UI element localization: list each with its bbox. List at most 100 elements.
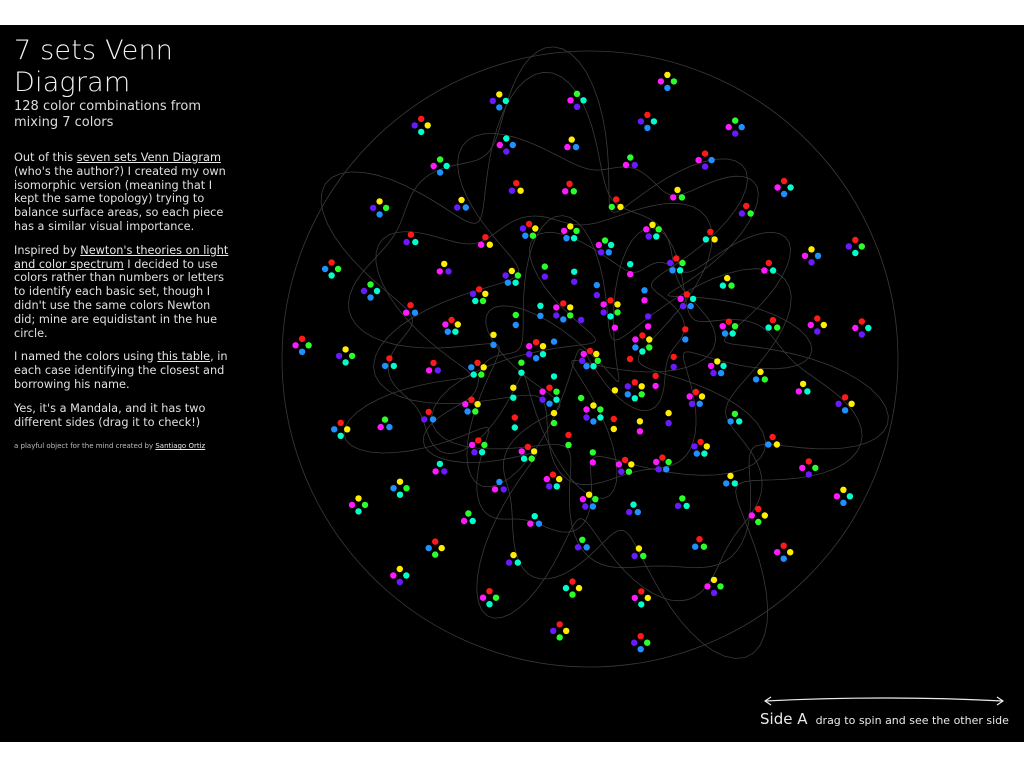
- color-dot: [805, 458, 812, 465]
- color-dot: [682, 336, 689, 343]
- color-dot: [381, 362, 389, 370]
- color-dot: [486, 241, 493, 248]
- color-dot: [729, 330, 736, 337]
- venn-stage[interactable]: 7 sets Venn Diagram 128 color combinatio…: [0, 25, 1024, 742]
- color-dot: [355, 495, 362, 502]
- newton-theories-link[interactable]: Newton's theories on light and color spe…: [14, 243, 229, 271]
- color-table-link[interactable]: this table: [157, 350, 211, 364]
- color-dot: [292, 342, 299, 349]
- venn-source-link[interactable]: seven sets Venn Diagram: [76, 151, 221, 164]
- color-dot: [432, 468, 439, 475]
- color-dot: [678, 194, 686, 201]
- color-dot: [814, 252, 822, 259]
- color-dot: [627, 261, 634, 268]
- color-dot: [411, 122, 418, 129]
- color-dot: [486, 601, 493, 608]
- color-dot: [663, 466, 670, 473]
- color-dot: [432, 538, 439, 545]
- color-dot: [476, 286, 483, 293]
- color-dot: [638, 601, 645, 608]
- color-dot: [865, 324, 872, 332]
- color-dot: [403, 572, 410, 579]
- color-dot: [505, 559, 513, 566]
- double-arrow-icon: [763, 696, 1005, 706]
- color-dot: [852, 249, 859, 257]
- color-dot: [682, 326, 689, 333]
- color-dot: [486, 588, 493, 595]
- color-dot: [677, 295, 684, 303]
- color-dot: [445, 268, 452, 275]
- color-dot: [723, 480, 730, 487]
- color-dot: [567, 97, 574, 104]
- color-dot: [840, 499, 847, 506]
- color-dot: [799, 464, 806, 472]
- color-dot: [430, 162, 437, 170]
- color-dot: [490, 341, 497, 348]
- color-dot: [491, 486, 499, 493]
- color-dot: [702, 236, 710, 243]
- color-dot: [503, 135, 510, 142]
- color-dot: [565, 441, 572, 449]
- color-dot: [496, 104, 503, 111]
- color-dot: [577, 316, 585, 324]
- color-dot: [795, 388, 802, 395]
- intro-text: I named the colors using: [14, 350, 158, 364]
- author-link[interactable]: Santiago Ortiz: [155, 442, 206, 451]
- color-dot: [634, 508, 641, 516]
- color-dot: [638, 383, 645, 390]
- color-dot: [337, 419, 344, 426]
- color-dot: [541, 263, 548, 270]
- color-dot: [553, 396, 560, 403]
- color-dot: [560, 316, 567, 323]
- color-dot: [627, 271, 634, 278]
- color-dot: [594, 357, 601, 364]
- color-dot: [624, 391, 631, 398]
- color-dot: [569, 578, 576, 585]
- color-dot: [695, 156, 702, 164]
- color-dot: [841, 407, 849, 414]
- color-dot: [514, 272, 522, 279]
- color-dot: [510, 551, 517, 559]
- color-dot: [719, 282, 727, 289]
- color-dot: [442, 321, 449, 328]
- color-dot: [556, 634, 563, 641]
- color-dot: [670, 353, 677, 361]
- color-dot: [305, 342, 312, 349]
- color-dot: [644, 639, 651, 646]
- color-dot: [752, 376, 760, 383]
- color-dot: [553, 312, 560, 319]
- color-dot: [652, 372, 659, 380]
- color-dot: [693, 450, 700, 457]
- color-dot: [504, 279, 512, 286]
- color-dot: [692, 388, 700, 396]
- color-dot: [631, 639, 638, 646]
- color-dot: [331, 426, 338, 433]
- color-dot: [403, 485, 410, 492]
- intro-paragraph-1: Out of this seven sets Venn Diagram (who…: [14, 151, 229, 234]
- color-dot: [614, 309, 621, 316]
- color-dot: [472, 297, 479, 305]
- color-dot: [597, 406, 604, 413]
- color-dot: [480, 364, 487, 371]
- intro-paragraph-4: Yes, it's a Mandala, and it has two diff…: [14, 401, 206, 429]
- color-dot: [568, 136, 575, 143]
- color-dot: [436, 268, 443, 275]
- color-dot: [589, 449, 596, 456]
- color-dot: [571, 268, 578, 275]
- color-dot: [407, 302, 414, 309]
- color-dot: [700, 543, 708, 550]
- color-dot: [452, 328, 459, 335]
- color-dot: [448, 316, 455, 324]
- color-dot: [607, 241, 615, 249]
- seven-sets-venn-mandala[interactable]: [0, 25, 1024, 742]
- color-dot: [583, 414, 590, 421]
- color-dot: [429, 416, 437, 423]
- color-dot: [665, 458, 672, 466]
- color-dot: [635, 545, 643, 552]
- color-dot: [549, 471, 557, 478]
- color-dot: [701, 163, 709, 170]
- color-dot: [328, 272, 335, 279]
- color-dot: [820, 321, 827, 329]
- color-dot: [703, 443, 710, 450]
- color-dot: [503, 148, 510, 155]
